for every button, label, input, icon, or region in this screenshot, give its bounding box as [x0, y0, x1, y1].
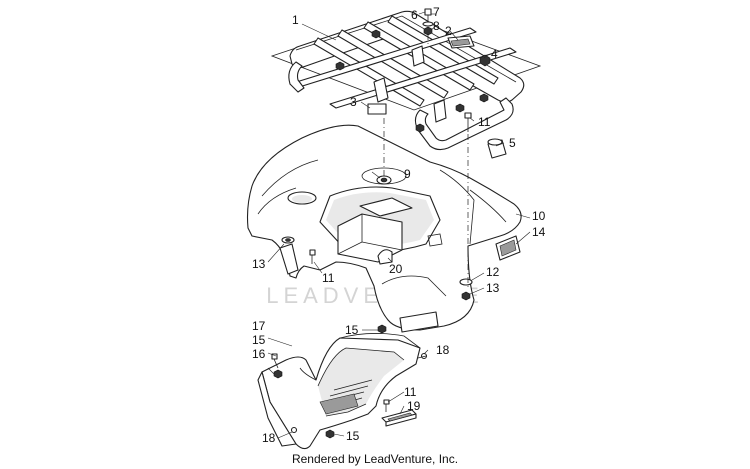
bolt-16 [271, 353, 279, 369]
callout-16: 16 [252, 347, 266, 361]
callout-1: 1 [292, 13, 299, 27]
callout-13-right: 13 [486, 281, 500, 295]
nut-15-left [273, 369, 283, 379]
nut-8 [423, 26, 433, 36]
callout-3: 3 [350, 95, 357, 109]
callout-18-left: 18 [262, 431, 276, 445]
callout-13-left: 13 [252, 257, 266, 271]
nut-15-bottom [325, 429, 335, 439]
footwell [257, 333, 421, 450]
bolt-11-top [464, 112, 472, 132]
washer-7 [422, 21, 434, 27]
footrest-19 [381, 409, 417, 427]
decal-14 [495, 235, 521, 261]
callout-11-mid: 11 [322, 271, 335, 285]
bolt-11-mid [309, 249, 316, 264]
washer-12 [459, 278, 473, 286]
callout-7: 7 [433, 5, 440, 19]
callout-20: 20 [389, 262, 403, 276]
callout-10: 10 [532, 209, 546, 223]
rivet-18-right [417, 352, 428, 360]
rear-fender [246, 124, 522, 333]
nut-13-left [281, 236, 295, 244]
callout-11-low: 11 [404, 385, 417, 399]
reflector [427, 233, 443, 247]
callout-2: 2 [445, 24, 452, 38]
rear-rack [270, 10, 542, 151]
callout-15-bottom: 15 [346, 429, 360, 443]
decal-2 [447, 35, 475, 49]
grommet-20 [377, 249, 393, 265]
footer-credit: Rendered by LeadVenture, Inc. [292, 452, 458, 466]
callout-11-top: 11 [478, 115, 491, 129]
nut-13-right [461, 291, 471, 301]
rivet-18-left [290, 426, 298, 434]
callout-5: 5 [509, 136, 516, 150]
grip-5 [487, 138, 507, 159]
bolt-11-low [383, 399, 390, 412]
callout-18-right: 18 [436, 343, 450, 357]
callout-9: 9 [404, 167, 411, 181]
callout-15-left: 15 [252, 333, 266, 347]
callout-19: 19 [407, 399, 421, 413]
leader-lines [267, 11, 531, 439]
callout-8: 8 [433, 19, 440, 33]
nut-4 [479, 54, 491, 67]
nut-15-top [377, 324, 387, 334]
callout-labels: 1 2 3 4 5 6 7 8 9 10 11 11 11 12 13 13 1… [252, 5, 546, 445]
callout-17: 17 [252, 319, 266, 333]
callout-14: 14 [532, 225, 546, 239]
callout-6: 6 [411, 8, 418, 22]
callout-4: 4 [491, 47, 498, 61]
callout-12: 12 [486, 265, 500, 279]
decal-3 [367, 103, 387, 115]
callout-15-top: 15 [345, 323, 359, 337]
